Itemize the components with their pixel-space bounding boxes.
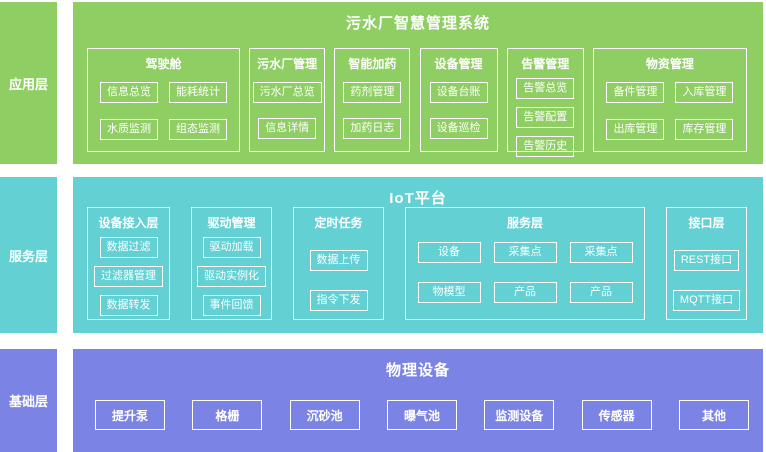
group-item: 物模型 xyxy=(417,282,481,303)
group-title: 驱动管理 xyxy=(207,216,256,230)
group-item: 指令下发 xyxy=(309,290,368,311)
service-groups: 设备接入层数据过滤过滤器管理数据转发驱动管理驱动加载驱动实例化事件回馈定时任务数… xyxy=(87,207,747,320)
group-item: 出库管理 xyxy=(606,119,665,140)
group-item: 数据过滤 xyxy=(99,237,158,258)
group-item: 采集点 xyxy=(493,242,557,263)
base-layer-row: 基础层 物理设备 提升泵格栅沉砂池曝气池监测设备传感器其他 xyxy=(0,349,763,452)
group-box: 接口层 REST接口 MQTT接口 xyxy=(666,207,747,320)
group-item: 药剂管理 xyxy=(343,82,402,103)
group-item: 过滤器管理 xyxy=(94,266,163,287)
group-item: 告警配置 xyxy=(516,107,575,128)
equipment-item: 传感器 xyxy=(581,400,652,430)
group-box: 物资管理备件管理入库管理出库管理库存管理 xyxy=(592,48,747,152)
group-item: 告警历史 xyxy=(516,136,575,157)
application-layer-row: 应用层 污水厂智慧管理系统 驾驶舱信息总览能耗统计水质监测组态监测污水厂管理污水… xyxy=(0,2,763,164)
group-item: 产品 xyxy=(493,282,557,303)
group-item: 产品 xyxy=(569,282,633,303)
group-items: 设备台账设备巡检 xyxy=(429,82,488,139)
group-title: 设备接入层 xyxy=(98,216,159,230)
group-title: 污水厂管理 xyxy=(257,57,318,71)
group-items: 备件管理入库管理出库管理库存管理 xyxy=(606,82,734,140)
group-box: 设备管理设备台账设备巡检 xyxy=(419,48,498,152)
group-item: 事件回馈 xyxy=(202,295,261,316)
group-item: 设备台账 xyxy=(429,82,488,103)
group-item: REST接口 xyxy=(673,250,740,271)
base-layer-label: 基础层 xyxy=(0,349,57,452)
group-item: 设备巡检 xyxy=(429,118,488,139)
equipment-item: 曝气池 xyxy=(386,400,457,430)
group-item: 信息详情 xyxy=(258,118,317,139)
service-layer-row: 服务层 IoT平台 设备接入层数据过滤过滤器管理数据转发驱动管理驱动加载驱动实例… xyxy=(0,177,763,333)
group-item: 入库管理 xyxy=(675,82,734,103)
service-layer-label: 服务层 xyxy=(0,177,57,333)
group-item: 能耗统计 xyxy=(169,82,227,103)
group-item: 告警总览 xyxy=(516,78,575,99)
group-items: 数据过滤过滤器管理数据转发 xyxy=(94,237,163,316)
base-items: 提升泵格栅沉砂池曝气池监测设备传感器其他 xyxy=(95,400,749,430)
group-item: 数据上传 xyxy=(309,250,368,271)
group-item: 污水厂总览 xyxy=(252,82,322,103)
group-items: 药剂管理加药日志 xyxy=(343,82,402,139)
group-items: 数据上传指令下发 xyxy=(309,250,368,311)
group-box: 污水厂管理污水厂总览信息详情 xyxy=(249,48,326,152)
group-item: 库存管理 xyxy=(675,119,734,140)
equipment-item: 监测设备 xyxy=(484,400,555,430)
group-title: 定时任务 xyxy=(314,216,363,230)
group-item: 信息总览 xyxy=(100,82,158,103)
equipment-item: 其他 xyxy=(678,400,749,430)
group-items: 设备采集点采集点物模型产品产品 xyxy=(417,242,633,303)
group-item: 采集点 xyxy=(569,242,633,263)
group-item: MQTT接口 xyxy=(672,290,741,311)
application-layer-label: 应用层 xyxy=(0,2,57,164)
group-items: 告警总览告警配置告警历史 xyxy=(516,78,575,157)
group-item: 备件管理 xyxy=(606,82,665,103)
group-items: 污水厂总览信息详情 xyxy=(252,82,322,139)
group-item: 加药日志 xyxy=(343,118,402,139)
group-box: 驾驶舱信息总览能耗统计水质监测组态监测 xyxy=(87,48,240,152)
group-item: 驱动实例化 xyxy=(197,266,266,287)
group-items: 信息总览能耗统计水质监测组态监测 xyxy=(100,82,227,140)
group-title: 物资管理 xyxy=(645,57,694,71)
group-item: 组态监测 xyxy=(169,119,227,140)
group-box: 驱动管理驱动加载驱动实例化事件回馈 xyxy=(191,207,272,320)
group-title: 智能加药 xyxy=(348,57,397,71)
group-item: 设备 xyxy=(417,242,481,263)
group-box: 定时任务数据上传指令下发 xyxy=(293,207,384,320)
group-title: 驾驶舱 xyxy=(145,57,182,71)
group-items: 驱动加载驱动实例化事件回馈 xyxy=(197,237,266,316)
group-box: 服务层设备采集点采集点物模型产品产品 xyxy=(405,207,645,320)
group-item: 水质监测 xyxy=(100,119,158,140)
group-box: 告警管理告警总览告警配置告警历史 xyxy=(506,48,584,157)
application-layer-panel: 污水厂智慧管理系统 驾驶舱信息总览能耗统计水质监测组态监测污水厂管理污水厂总览信… xyxy=(73,2,763,164)
group-items: REST接口 MQTT接口 xyxy=(672,250,741,311)
service-layer-panel: IoT平台 设备接入层数据过滤过滤器管理数据转发驱动管理驱动加载驱动实例化事件回… xyxy=(73,177,763,333)
application-groups: 驾驶舱信息总览能耗统计水质监测组态监测污水厂管理污水厂总览信息详情智能加药药剂管… xyxy=(87,48,747,157)
group-title: 接口层 xyxy=(688,216,725,230)
group-title: 服务层 xyxy=(506,216,543,230)
group-box: 设备接入层数据过滤过滤器管理数据转发 xyxy=(87,207,170,320)
service-panel-title: IoT平台 xyxy=(389,190,447,207)
base-panel-title: 物理设备 xyxy=(385,362,450,379)
equipment-item: 提升泵 xyxy=(95,400,165,430)
group-box: 智能加药药剂管理加药日志 xyxy=(334,48,411,152)
group-title: 告警管理 xyxy=(521,57,570,71)
equipment-item: 沉砂池 xyxy=(289,400,360,430)
group-item: 驱动加载 xyxy=(202,237,261,258)
equipment-item: 格栅 xyxy=(192,400,263,430)
group-title: 设备管理 xyxy=(434,57,483,71)
base-layer-panel: 物理设备 提升泵格栅沉砂池曝气池监测设备传感器其他 xyxy=(73,349,763,452)
application-panel-title: 污水厂智慧管理系统 xyxy=(345,15,490,32)
group-item: 数据转发 xyxy=(99,295,158,316)
